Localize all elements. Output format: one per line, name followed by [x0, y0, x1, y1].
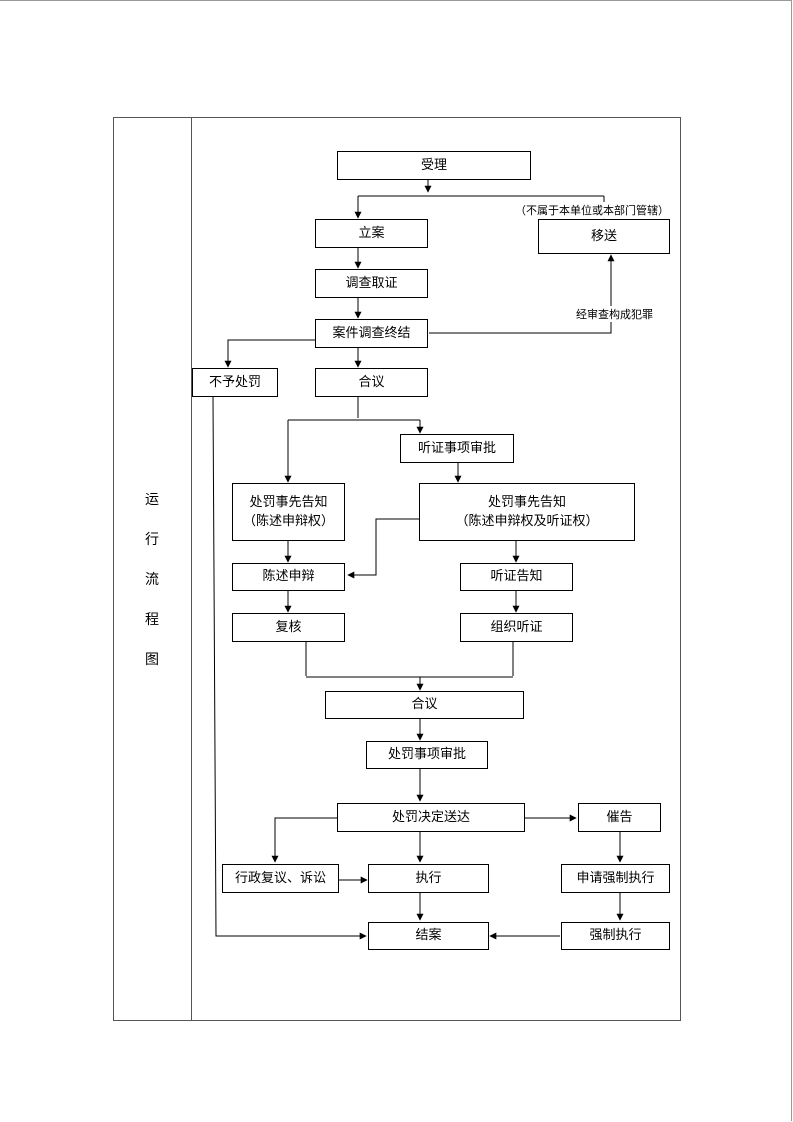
node-decision-delivery: 处罚决定送达	[337, 803, 525, 832]
node-close-case: 结案	[368, 922, 489, 950]
side-title-char: 运	[145, 492, 159, 508]
node-no-penalty: 不予处罚	[192, 368, 278, 397]
side-title-char: 流	[145, 572, 159, 588]
node-notice-statement-line1: 处罚事先告知	[249, 494, 328, 510]
node-penalty-approval: 处罚事项审批	[366, 741, 488, 769]
node-deliberate-2: 合议	[325, 691, 524, 719]
side-title-char: 图	[145, 652, 159, 668]
node-notice-hearing-line2: （陈述申辩权及听证权）	[455, 514, 599, 529]
table-column-divider	[191, 117, 192, 1021]
node-investigate: 调查取证	[315, 269, 428, 298]
node-apply-enforce: 申请强制执行	[561, 864, 670, 893]
node-notice-hearing-line1: 处罚事先告知	[487, 494, 566, 510]
note-crime: 经审查构成犯罪	[576, 306, 653, 322]
node-organize-hearing: 组织听证	[460, 613, 573, 642]
node-admin-review: 行政复议、诉讼	[222, 864, 339, 893]
node-execute: 执行	[368, 864, 489, 893]
table-border	[113, 117, 681, 1021]
node-notice-statement-line2: （陈述申辩权）	[242, 514, 334, 529]
note-not-jurisdiction: （不属于本单位或本部门管辖）	[515, 202, 669, 218]
node-review: 复核	[232, 613, 345, 642]
node-hearing-notice: 听证告知	[460, 563, 573, 591]
node-statement: 陈述申辩	[232, 563, 345, 591]
node-notice-hearing: 处罚事先告知 （陈述申辩权及听证权）	[419, 483, 635, 541]
node-transfer: 移送	[538, 219, 670, 254]
node-notice-statement: 处罚事先告知 （陈述申辩权）	[232, 483, 345, 541]
side-title-char: 行	[145, 532, 159, 548]
node-conclude: 案件调查终结	[315, 319, 428, 348]
node-register: 立案	[315, 219, 428, 248]
node-hearing-approval: 听证事项审批	[400, 434, 514, 463]
node-accept: 受理	[337, 151, 531, 180]
node-deliberate-1: 合议	[315, 368, 428, 397]
node-urge: 催告	[578, 803, 661, 832]
side-title: 运 行 流 程 图	[113, 480, 191, 680]
side-title-char: 程	[145, 612, 159, 628]
node-enforce: 强制执行	[561, 922, 670, 950]
